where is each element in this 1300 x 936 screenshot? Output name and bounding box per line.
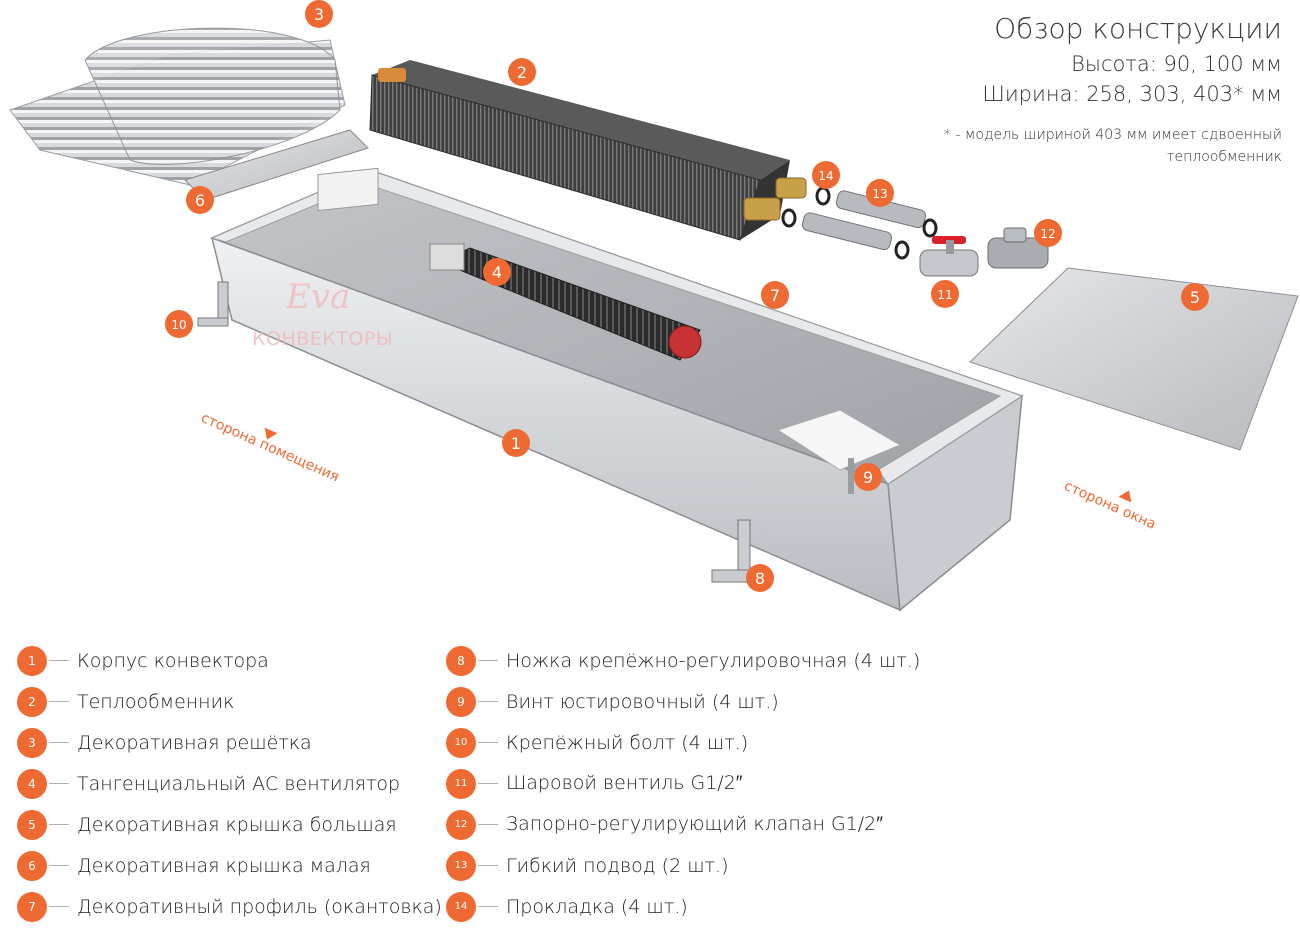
legend-label: Запорно-регулирующий клапан G1/2″: [506, 813, 883, 835]
legend-item: 1 Корпус конвектора: [17, 640, 442, 681]
mounting-bolt: [197, 281, 229, 327]
svg-text:8: 8: [755, 569, 765, 588]
legend-label: Тангенциальный АС вентилятор: [77, 772, 401, 795]
legend-label: Декоративная крышка малая: [77, 854, 371, 877]
brand-watermark-sub: КОНВЕКТОРЫ: [252, 328, 394, 350]
legend-label: Винт юстировочный (4 шт.): [506, 690, 779, 713]
callout-8: 8: [746, 564, 774, 592]
svg-text:13: 13: [872, 187, 887, 201]
legend-number: 7: [17, 891, 47, 922]
legend-label: Корпус конвектора: [77, 649, 269, 672]
legend-number: 12: [446, 809, 476, 840]
svg-text:3: 3: [314, 5, 324, 24]
callout-11: 11: [931, 280, 959, 308]
svg-text:11: 11: [937, 288, 952, 302]
legend-label: Гибкий подвод (2 шт.): [506, 854, 729, 877]
legend-item: 4 Тангенциальный АС вентилятор: [17, 763, 442, 804]
legend-item: 6 Декоративная крышка малая: [17, 845, 442, 886]
callout-3: 3: [305, 0, 333, 28]
legend-item: 11 Шаровой вентиль G1/2″: [446, 763, 920, 804]
control-valve: [987, 227, 1049, 269]
svg-text:9: 9: [863, 468, 873, 487]
callout-14: 14: [812, 161, 840, 189]
large-cover: [969, 267, 1299, 451]
callout-13: 13: [866, 179, 894, 207]
callout-6: 6: [186, 186, 214, 214]
adjusting-screw: [848, 458, 854, 494]
legend-number: 1: [17, 645, 47, 676]
legend-number: 8: [446, 645, 476, 676]
legend-number: 3: [17, 727, 47, 758]
legend-label: Декоративный профиль (окантовка): [77, 895, 442, 918]
legend-number: 5: [17, 809, 47, 840]
svg-text:14: 14: [818, 169, 833, 183]
svg-text:10: 10: [171, 318, 186, 332]
svg-text:6: 6: [195, 191, 205, 210]
legend-number: 9: [446, 686, 476, 717]
svg-text:12: 12: [1040, 227, 1055, 241]
width-footnote: * - модель шириной 403 мм имеет сдвоенны…: [943, 127, 1282, 165]
svg-text:4: 4: [492, 263, 502, 282]
svg-text:5: 5: [1190, 288, 1200, 307]
legend-item: 10 Крепёжный болт (4 шт.): [446, 722, 920, 763]
legend-label: Декоративная решётка: [77, 731, 312, 754]
callout-4: 4: [483, 258, 511, 286]
width-spec: Ширина: 258, 303, 403* мм: [982, 82, 1282, 106]
legend-number: 2: [17, 686, 47, 717]
legend-item: 8 Ножка крепёжно-регулировочная (4 шт.): [446, 640, 920, 681]
convector-housing: [209, 167, 1024, 612]
legend-number: 4: [17, 768, 47, 799]
svg-text:7: 7: [770, 286, 780, 305]
legend-right: 8 Ножка крепёжно-регулировочная (4 шт.) 9…: [446, 640, 920, 927]
callout-9: 9: [854, 463, 882, 491]
legend-label: Декоративная крышка большая: [77, 813, 397, 836]
legend-number: 6: [17, 850, 47, 881]
legend-item: 5 Декоративная крышка большая: [17, 804, 442, 845]
callout-7: 7: [761, 281, 789, 309]
ball-valve: [919, 236, 979, 277]
legend-item: 7 Декоративный профиль (окантовка): [17, 886, 442, 927]
diagram-title: Обзор конструкции: [994, 12, 1282, 45]
legend-label: Прокладка (4 шт.): [506, 895, 688, 918]
height-spec: Высота: 90, 100 мм: [1071, 52, 1282, 76]
legend-number: 11: [446, 768, 476, 799]
callout-1: 1: [502, 429, 530, 457]
legend-number: 13: [446, 850, 476, 881]
brand-watermark: Eva: [286, 277, 351, 317]
legend-item: 14 Прокладка (4 шт.): [446, 886, 920, 927]
svg-text:1: 1: [511, 434, 521, 453]
legend-item: 13 Гибкий подвод (2 шт.): [446, 845, 920, 886]
legend-label: Крепёжный болт (4 шт.): [506, 731, 749, 754]
legend-number: 14: [446, 891, 476, 922]
legend-label: Ножка крепёжно-регулировочная (4 шт.): [506, 649, 921, 672]
legend-number: 10: [446, 727, 476, 758]
legend-item: 9 Винт юстировочный (4 шт.): [446, 681, 920, 722]
decorative-grate: [9, 27, 346, 186]
legend-label: Шаровой вентиль G1/2″: [506, 772, 743, 794]
callout-12: 12: [1034, 219, 1062, 247]
legend-item: 12 Запорно-регулирующий клапан G1/2″: [446, 804, 920, 845]
callout-2: 2: [508, 58, 536, 86]
legend-label: Теплообменник: [77, 690, 235, 713]
svg-text:2: 2: [517, 63, 527, 82]
callout-10: 10: [165, 310, 193, 338]
legend-item: 3 Декоративная решётка: [17, 722, 442, 763]
callout-5: 5: [1181, 283, 1209, 311]
legend-item: 2 Теплообменник: [17, 681, 442, 722]
